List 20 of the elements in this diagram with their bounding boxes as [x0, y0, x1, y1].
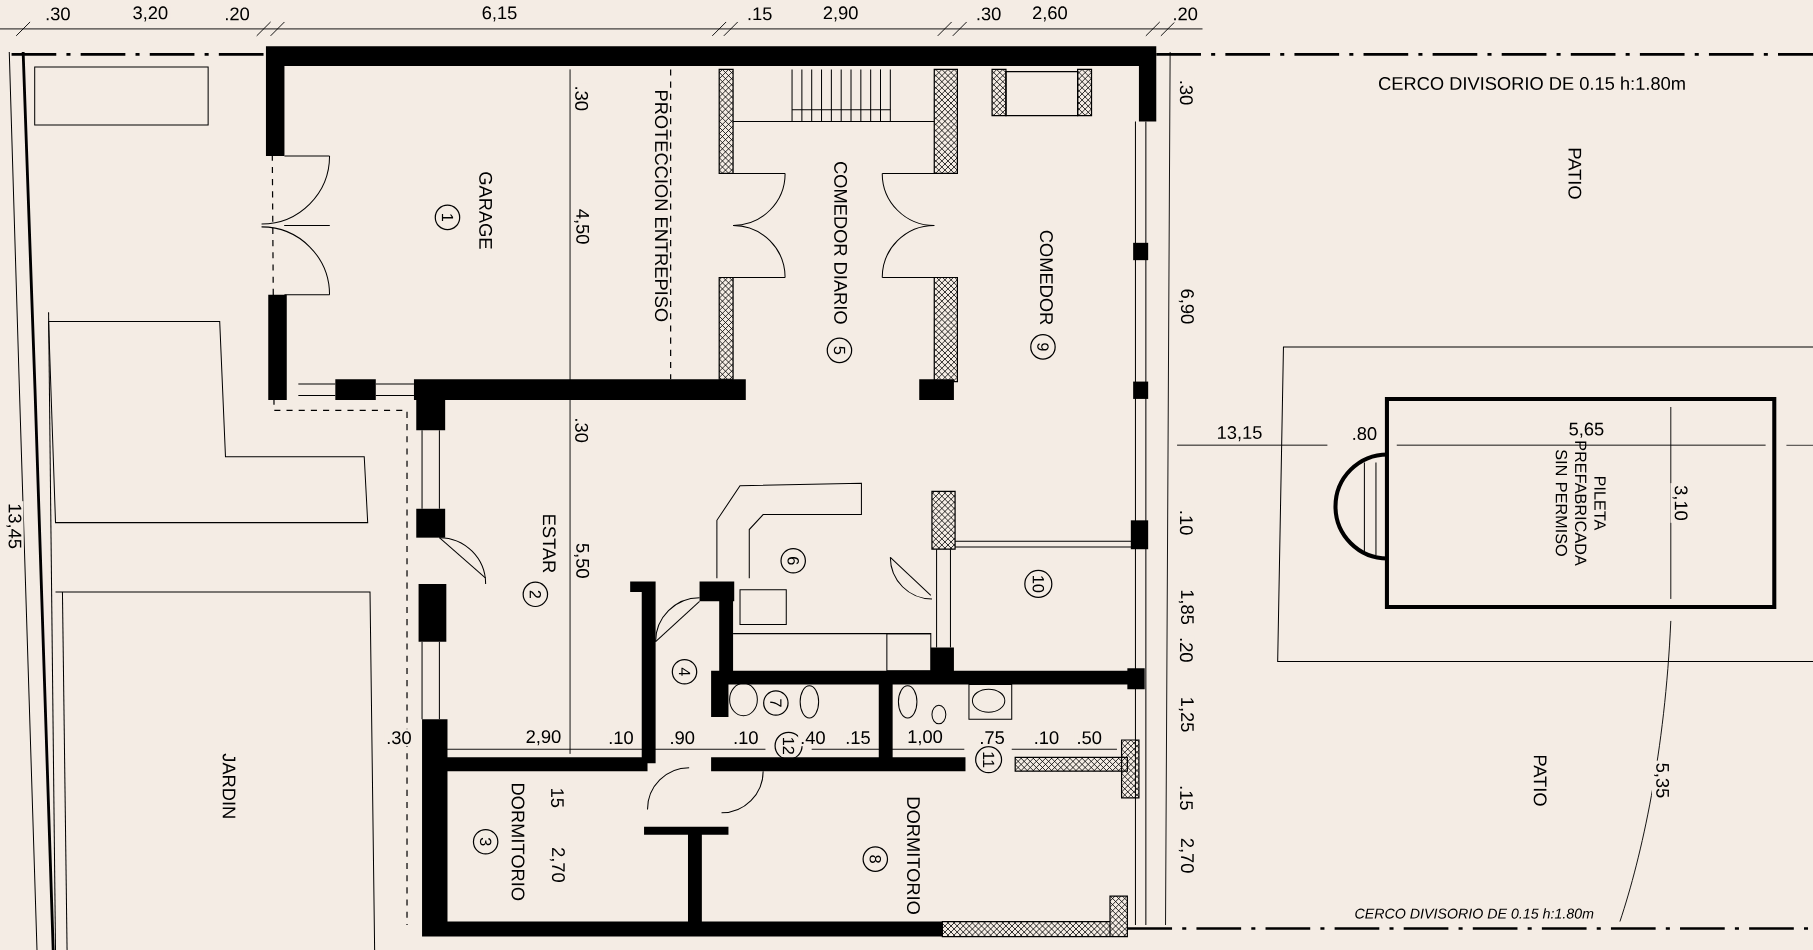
dimension-label: .15 [744, 5, 775, 23]
room-label: PATIO [1566, 145, 1584, 202]
dimension-label: .30 [973, 5, 1004, 23]
dimension-label: 13,45 [4, 500, 24, 551]
dimension-label: 4,50 [572, 206, 592, 247]
dimension-label: 2,90 [820, 4, 861, 24]
dimension-label: 6,15 [479, 4, 520, 24]
dimension-label: .15 [843, 729, 873, 746]
dimension-label: .30 [573, 415, 591, 445]
dimension-label: .30 [573, 83, 591, 113]
dimension-label: 3,10 [1670, 482, 1690, 523]
room-label: GARAGE [477, 169, 495, 252]
dimension-label: .75 [977, 729, 1007, 746]
dimension-label: .20 [1170, 5, 1200, 23]
room-label: COMEDOR DIARIO [832, 158, 850, 327]
dimension-label: 2,60 [1030, 4, 1070, 24]
dimension-label: 3,20 [130, 4, 171, 24]
dimension-label: .20 [222, 5, 252, 23]
dimension-label: 5,50 [572, 540, 592, 581]
dimension-label: .30 [43, 5, 73, 23]
